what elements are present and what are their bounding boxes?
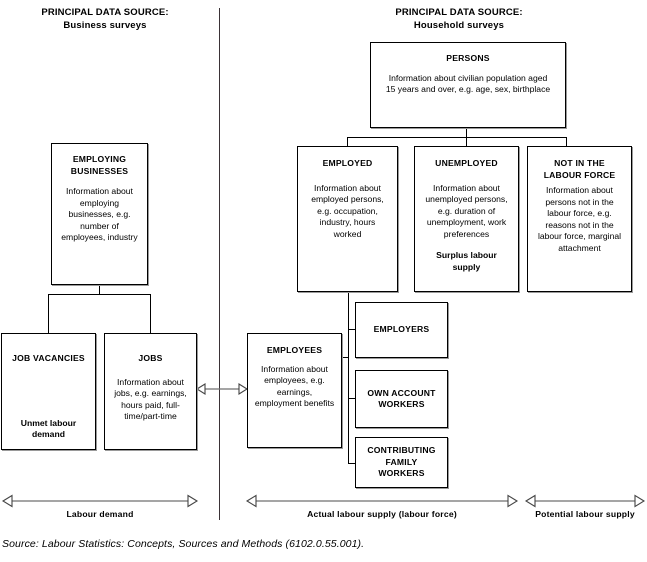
box-not-in-labour-force: NOT IN THE LABOUR FORCE Information abou…	[527, 146, 632, 292]
connector-business-bus	[48, 294, 151, 295]
connector-drop-employed	[347, 137, 348, 146]
connector-drop-jobs	[150, 294, 151, 333]
legend-label-potential-labour-supply: Potential labour supply	[535, 509, 635, 519]
box-job-vacancies-strong: Unmet labour demand	[20, 417, 77, 440]
box-unemployed-body: Information about unemployed persons, e.…	[425, 182, 508, 239]
box-persons-body: Information about civilian population ag…	[385, 72, 551, 95]
connector-employing-businesses-stem	[99, 285, 100, 295]
header-right-household-surveys: PRINCIPAL DATA SOURCE: Household surveys	[344, 6, 574, 32]
connector-persons-bus	[347, 137, 566, 138]
box-unemployed: UNEMPLOYED Information about unemployed …	[414, 146, 519, 292]
box-persons: PERSONS Information about civilian popul…	[370, 42, 566, 128]
connector-branch-employers	[348, 329, 356, 330]
box-unemployed-title: UNEMPLOYED	[435, 158, 498, 168]
header-left-subtitle: Business surveys	[63, 20, 147, 31]
connector-branch-own-account-workers	[348, 398, 356, 399]
legend-label-labour-demand: Labour demand	[66, 509, 134, 519]
jobs-employees-link-arrow	[196, 381, 248, 397]
connector-employed-spine	[348, 292, 349, 464]
box-employing-businesses-title: EMPLOYING BUSINESSES	[70, 154, 129, 176]
box-employees: EMPLOYEES Information about employees, e…	[247, 333, 342, 448]
box-own-account-workers: OWN ACCOUNT WORKERS	[355, 370, 448, 428]
header-left-business-surveys: PRINCIPAL DATA SOURCE: Business surveys	[0, 6, 210, 32]
legend-arrow-actual-labour-supply	[246, 493, 518, 509]
legend-label-actual-labour-supply: Actual labour supply (labour force)	[307, 509, 457, 519]
connector-branch-contributing-family-workers	[348, 463, 356, 464]
box-employed-body: Information about employed persons, e.g.…	[311, 182, 384, 239]
connector-drop-unemployed	[466, 137, 467, 146]
box-unemployed-strong: Surplus labour supply	[436, 250, 497, 272]
box-employing-businesses-body: Information about employing businesses, …	[61, 186, 138, 242]
box-job-vacancies: JOB VACANCIES Unmet labour demand	[1, 333, 96, 450]
box-employers: EMPLOYERS	[355, 302, 448, 358]
box-job-vacancies-title: JOB VACANCIES	[12, 353, 85, 363]
box-jobs: JOBS Information about jobs, e.g. earnin…	[104, 333, 197, 450]
header-right-subtitle: Household surveys	[413, 20, 505, 31]
connector-branch-employees	[342, 357, 349, 358]
legend-arrow-potential-labour-supply	[525, 493, 645, 509]
box-not-in-labour-force-title: NOT IN THE LABOUR FORCE	[543, 158, 616, 180]
box-employing-businesses: EMPLOYING BUSINESSES Information about e…	[51, 143, 148, 285]
box-jobs-title: JOBS	[138, 353, 163, 363]
box-employees-title: EMPLOYEES	[266, 345, 323, 355]
box-persons-title: PERSONS	[446, 53, 490, 63]
connector-drop-job-vacancies	[48, 294, 49, 333]
legend-arrow-labour-demand	[2, 493, 198, 509]
box-jobs-body: Information about jobs, e.g. earnings, h…	[114, 376, 187, 422]
box-employees-body: Information about employees, e.g. earnin…	[254, 363, 335, 409]
box-contributing-family-workers-title: CONTRIBUTING FAMILY WORKERS	[367, 445, 436, 479]
header-left-title: PRINCIPAL DATA SOURCE:	[41, 7, 169, 18]
box-employers-title: EMPLOYERS	[373, 324, 430, 335]
box-not-in-labour-force-body: Information about persons not in the lab…	[537, 185, 622, 253]
box-employed: EMPLOYED Information about employed pers…	[297, 146, 398, 292]
box-employed-title: EMPLOYED	[322, 158, 373, 168]
box-own-account-workers-title: OWN ACCOUNT WORKERS	[367, 387, 436, 410]
connector-persons-stem	[466, 128, 467, 138]
source-note: Source: Labour Statistics: Concepts, Sou…	[2, 538, 365, 550]
panel-divider	[219, 8, 220, 520]
box-contributing-family-workers: CONTRIBUTING FAMILY WORKERS	[355, 437, 448, 488]
header-right-title: PRINCIPAL DATA SOURCE:	[395, 7, 523, 18]
connector-drop-not-in-labour-force	[566, 137, 567, 146]
